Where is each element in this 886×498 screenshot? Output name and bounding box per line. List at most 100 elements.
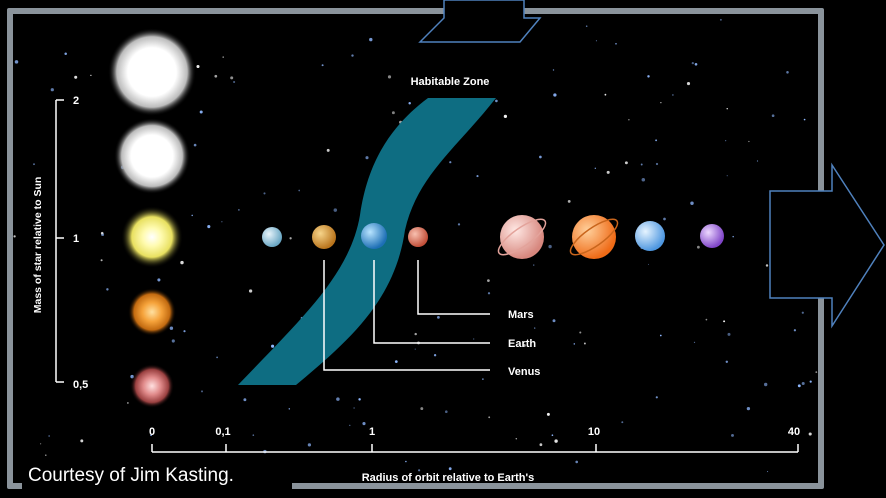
background-star [771, 114, 775, 118]
background-star [449, 161, 452, 164]
callout-lines [323, 260, 490, 371]
background-star [809, 380, 812, 383]
background-star [579, 331, 582, 334]
background-star [554, 439, 558, 443]
background-star [243, 398, 247, 402]
background-star [336, 397, 340, 401]
x-axis-label: Radius of orbit relative to Earth's [362, 472, 535, 483]
background-star [353, 407, 355, 409]
background-star [548, 244, 552, 249]
planet-violet [700, 224, 724, 248]
background-star [690, 201, 694, 206]
background-star [214, 74, 218, 78]
background-star [502, 19, 506, 23]
background-star [476, 175, 479, 178]
background-star [196, 64, 200, 69]
planet-ringed-orange [569, 215, 619, 259]
background-star [686, 82, 691, 86]
star-mass-2 [108, 28, 196, 116]
habitable-zone-label: Habitable Zone [411, 76, 490, 88]
background-star [200, 390, 204, 393]
planet-earth [361, 223, 387, 249]
background-star [719, 18, 722, 21]
background-star [263, 192, 266, 195]
background-star [786, 71, 789, 74]
background-star [414, 348, 416, 350]
callout-venus: Venus [508, 366, 540, 378]
background-star [575, 460, 579, 464]
background-star [764, 382, 768, 387]
callout-mars: Mars [508, 309, 534, 321]
star-mass-0-5 [130, 364, 174, 408]
background-star [80, 439, 84, 443]
background-star [238, 209, 240, 211]
background-star [726, 175, 728, 177]
x-tick-1: 1 [369, 426, 375, 438]
background-star [387, 75, 392, 79]
background-star [40, 443, 42, 445]
background-star [705, 318, 708, 321]
background-star [298, 189, 301, 192]
background-star [621, 421, 624, 424]
background-star [693, 341, 696, 344]
y-axis-label: Mass of star relative to Sun [32, 177, 44, 314]
background-star [546, 412, 550, 416]
background-star [157, 278, 161, 282]
x-tick-0: 0 [149, 426, 155, 438]
background-star [326, 148, 330, 152]
background-star [457, 223, 461, 226]
background-star [539, 443, 543, 447]
background-star [748, 140, 750, 143]
star-mass-1 [121, 206, 183, 268]
background-star [100, 231, 104, 235]
background-star [647, 263, 650, 265]
background-star [552, 69, 555, 71]
background-star [405, 460, 407, 463]
background-star [659, 334, 662, 337]
background-star [74, 75, 78, 79]
background-star [408, 101, 411, 105]
background-star [191, 214, 193, 217]
background-star [180, 260, 184, 265]
background-star [493, 25, 496, 28]
background-star [655, 162, 659, 166]
background-star [90, 74, 92, 77]
background-star [765, 264, 769, 267]
background-star [150, 434, 152, 437]
star-mass-0-75 [128, 288, 176, 336]
background-star [391, 111, 395, 115]
background-star [815, 371, 818, 373]
background-star [515, 437, 518, 440]
background-star [333, 208, 338, 212]
background-star [417, 469, 421, 472]
background-star [583, 342, 586, 345]
background-star [604, 93, 607, 96]
background-star [594, 167, 596, 169]
background-star [585, 25, 588, 27]
credit-caption: Courtesy of Jim Kasting. [22, 461, 292, 491]
x-axis [151, 444, 799, 453]
background-star [14, 60, 19, 64]
background-star [726, 108, 728, 110]
background-star [233, 80, 236, 84]
background-star [473, 338, 475, 340]
background-star [362, 422, 366, 426]
background-star [790, 427, 793, 430]
planet-light-blue [635, 221, 665, 251]
background-star [349, 424, 351, 426]
background-star [503, 114, 508, 119]
background-star [553, 93, 557, 97]
background-star [487, 292, 491, 295]
background-star [171, 339, 175, 343]
background-star [420, 407, 424, 411]
background-star [288, 408, 291, 410]
background-star [369, 37, 373, 42]
background-star [365, 156, 369, 160]
background-star [731, 433, 734, 437]
background-star [50, 88, 54, 92]
background-star [697, 245, 700, 249]
background-star [534, 327, 536, 329]
background-star [216, 356, 219, 359]
callout-earth: Earth [508, 338, 536, 350]
slide-frame: Habitable Zone 2 1 0,5 Mass of star rela… [7, 8, 824, 489]
